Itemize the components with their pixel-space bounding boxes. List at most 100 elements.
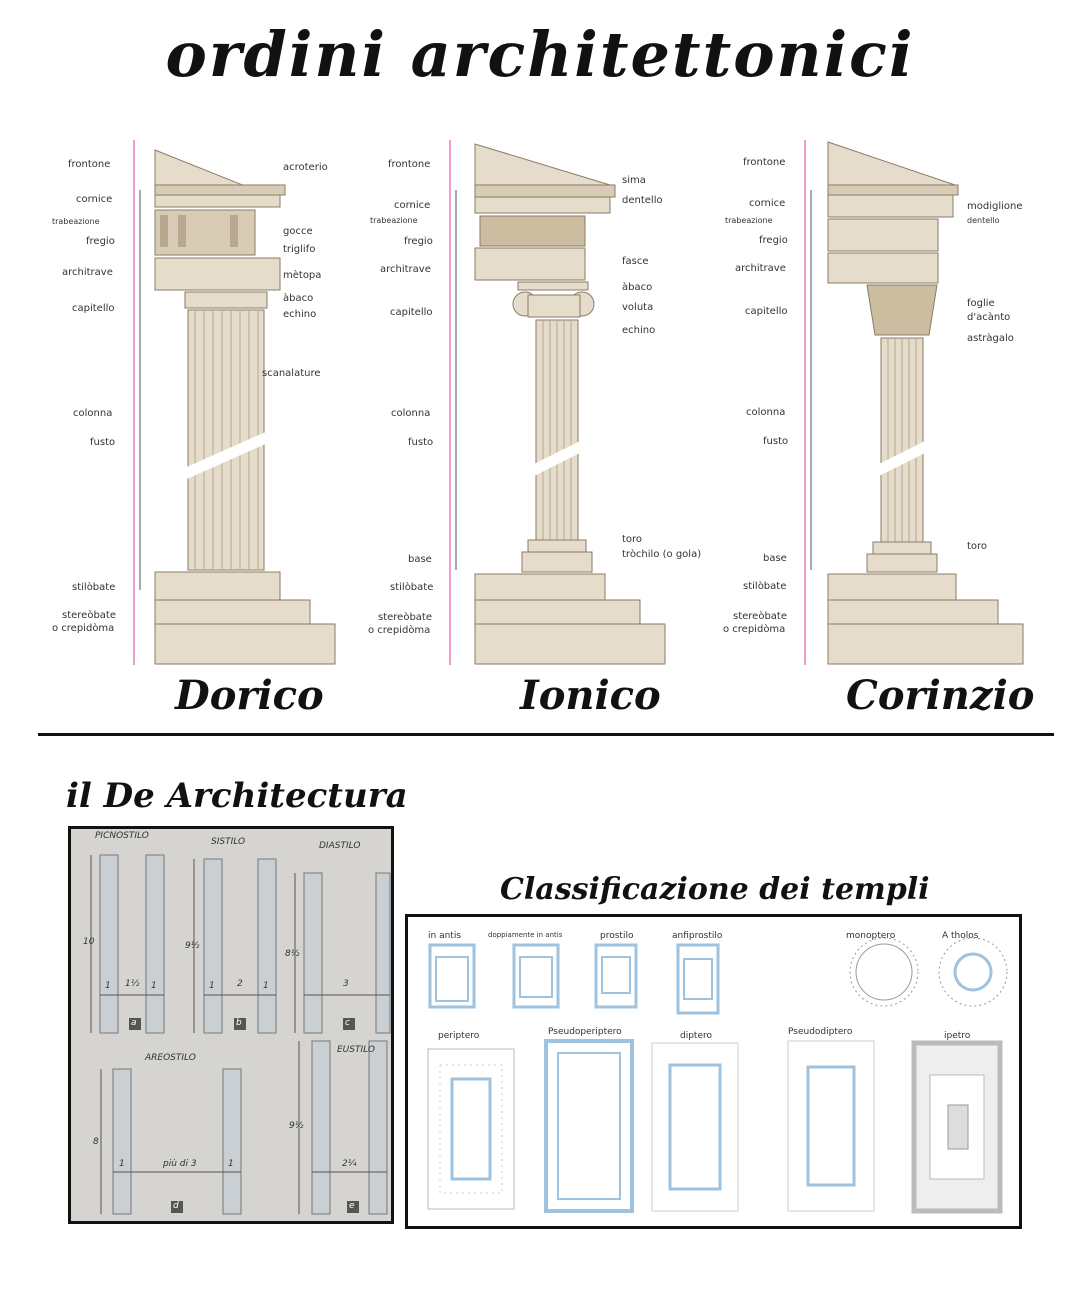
label-unit-1: 1 bbox=[105, 981, 111, 991]
temple-plans-drawing bbox=[427, 937, 1008, 1214]
label-letter-e: e bbox=[349, 1201, 355, 1211]
label-unit-6: 1 bbox=[228, 1159, 234, 1169]
label-toro: toro bbox=[622, 534, 643, 545]
label-unit-5: 1 bbox=[119, 1159, 125, 1169]
label-capitello: capitello bbox=[72, 303, 115, 314]
label-sima: sima bbox=[622, 175, 646, 186]
label-crepidoma: o crepidòma bbox=[368, 625, 431, 636]
label-foglie: foglie bbox=[967, 298, 995, 309]
label-pseudoperiptero: Pseudoperiptero bbox=[548, 1027, 622, 1037]
label-spacing-d: più di 3 bbox=[163, 1159, 197, 1169]
label-prostilo: prostilo bbox=[600, 931, 634, 941]
label-stereobate: stereòbate bbox=[733, 611, 787, 622]
ionic-order-panel: frontone cornice trabeazione fregio arch… bbox=[360, 130, 702, 670]
section-divider bbox=[38, 733, 1054, 736]
intercolumniation-photo: PICNOSTILO SISTILO DIASTILO AREOSTILO EU… bbox=[68, 826, 394, 1224]
label-base: base bbox=[408, 554, 432, 565]
label-colonna: colonna bbox=[73, 408, 113, 419]
label-unit-2: 1 bbox=[151, 981, 157, 991]
label-abaco: àbaco bbox=[283, 293, 314, 304]
label-letter-b: b bbox=[236, 1018, 242, 1028]
label-trabeazione: trabeazione bbox=[52, 217, 100, 226]
label-architrave: architrave bbox=[380, 264, 431, 275]
label-colonna: colonna bbox=[391, 408, 431, 419]
label-stilobate: stilòbate bbox=[72, 582, 116, 593]
label-letter-d: d bbox=[173, 1201, 179, 1211]
label-frontone: frontone bbox=[388, 159, 431, 170]
label-spacing-a: 1½ bbox=[125, 979, 140, 989]
label-trabeazione: trabeazione bbox=[370, 216, 418, 225]
label-dentello: dentello bbox=[967, 216, 1000, 225]
label-triglifo: triglifo bbox=[283, 244, 316, 255]
label-base: base bbox=[763, 553, 787, 564]
label-picnostilo: PICNOSTILO bbox=[95, 831, 149, 841]
label-trochilo: tròchilo (o gola) bbox=[622, 549, 702, 560]
label-capitello: capitello bbox=[390, 307, 433, 318]
label-acroterio: acroterio bbox=[283, 162, 328, 173]
label-echino: echino bbox=[283, 309, 317, 320]
doric-order-panel: frontone cornice trabeazione fregio arch… bbox=[40, 130, 360, 670]
label-sistilo: SISTILO bbox=[211, 837, 246, 847]
label-spacing-e: 2¼ bbox=[342, 1159, 357, 1169]
label-trabeazione: trabeazione bbox=[725, 216, 773, 225]
order-name-ionico: Ionico bbox=[520, 672, 661, 719]
label-spacing-c: 3 bbox=[343, 979, 349, 989]
label-stereobate: stereòbate bbox=[62, 610, 116, 621]
label-height-c: 8½ bbox=[285, 949, 300, 959]
label-diptero: diptero bbox=[680, 1031, 713, 1041]
label-dentello: dentello bbox=[622, 195, 663, 206]
label-crepidoma: o crepidòma bbox=[723, 624, 786, 635]
label-modiglione: modiglione bbox=[967, 201, 1023, 212]
label-unit-4: 1 bbox=[263, 981, 269, 991]
label-anfiprostilo: anfiprostilo bbox=[672, 931, 723, 941]
label-astragalo: astràgalo bbox=[967, 333, 1014, 344]
intercolumniation-diagram bbox=[90, 854, 391, 1215]
label-stereobate: stereòbate bbox=[378, 612, 432, 623]
label-pseudodiptero: Pseudodiptero bbox=[788, 1027, 853, 1037]
label-height-d: 8 bbox=[93, 1137, 99, 1147]
label-metopa: mètopa bbox=[283, 270, 322, 281]
label-frontone: frontone bbox=[743, 157, 786, 168]
label-cornice: cornice bbox=[749, 198, 786, 209]
label-eustilo: EUSTILO bbox=[337, 1045, 375, 1055]
label-diastilo: DIASTILO bbox=[319, 841, 361, 851]
label-doppiamente-in-antis: doppiamente in antis bbox=[488, 931, 563, 939]
label-fregio: fregio bbox=[404, 236, 433, 247]
label-height-e: 9½ bbox=[289, 1121, 304, 1131]
label-spacing-b: 2 bbox=[237, 979, 243, 989]
label-fusto: fusto bbox=[90, 437, 116, 448]
label-unit-3: 1 bbox=[209, 981, 215, 991]
label-crepidoma: o crepidòma bbox=[52, 623, 115, 634]
label-voluta: voluta bbox=[622, 302, 654, 313]
doric-column-drawing bbox=[133, 140, 336, 665]
ionic-column-drawing bbox=[449, 140, 666, 665]
label-architrave: architrave bbox=[735, 263, 786, 274]
label-stilobate: stilòbate bbox=[743, 581, 787, 592]
order-name-dorico: Dorico bbox=[175, 672, 324, 719]
label-gocce: gocce bbox=[283, 226, 313, 237]
label-frontone: frontone bbox=[68, 159, 111, 170]
temples-title: Classificazione dei templi bbox=[500, 872, 930, 907]
label-architrave: architrave bbox=[62, 267, 113, 278]
de-architectura-title: il De Architectura bbox=[66, 776, 408, 816]
label-letter-c: c bbox=[345, 1018, 350, 1028]
label-abaco: àbaco bbox=[622, 282, 653, 293]
corinthian-column-drawing bbox=[804, 140, 1024, 665]
label-scanalature: scanalature bbox=[262, 368, 321, 379]
label-letter-a: a bbox=[131, 1018, 137, 1028]
label-cornice: cornice bbox=[76, 194, 113, 205]
label-ipetro: ipetro bbox=[944, 1031, 971, 1041]
label-colonna: colonna bbox=[746, 407, 786, 418]
label-a-tholos: A tholos bbox=[942, 931, 979, 941]
label-fasce: fasce bbox=[622, 256, 649, 267]
label-areostilo: AREOSTILO bbox=[145, 1053, 196, 1063]
label-fusto: fusto bbox=[763, 436, 789, 447]
order-name-corinzio: Corinzio bbox=[846, 672, 1035, 719]
label-echino: echino bbox=[622, 325, 656, 336]
label-acanto: d'acànto bbox=[967, 312, 1011, 323]
label-cornice: cornice bbox=[394, 200, 431, 211]
label-fregio: fregio bbox=[759, 235, 788, 246]
label-toro: toro bbox=[967, 541, 988, 552]
label-capitello: capitello bbox=[745, 306, 788, 317]
corinthian-order-panel: frontone cornice trabeazione fregio arch… bbox=[715, 130, 1055, 670]
